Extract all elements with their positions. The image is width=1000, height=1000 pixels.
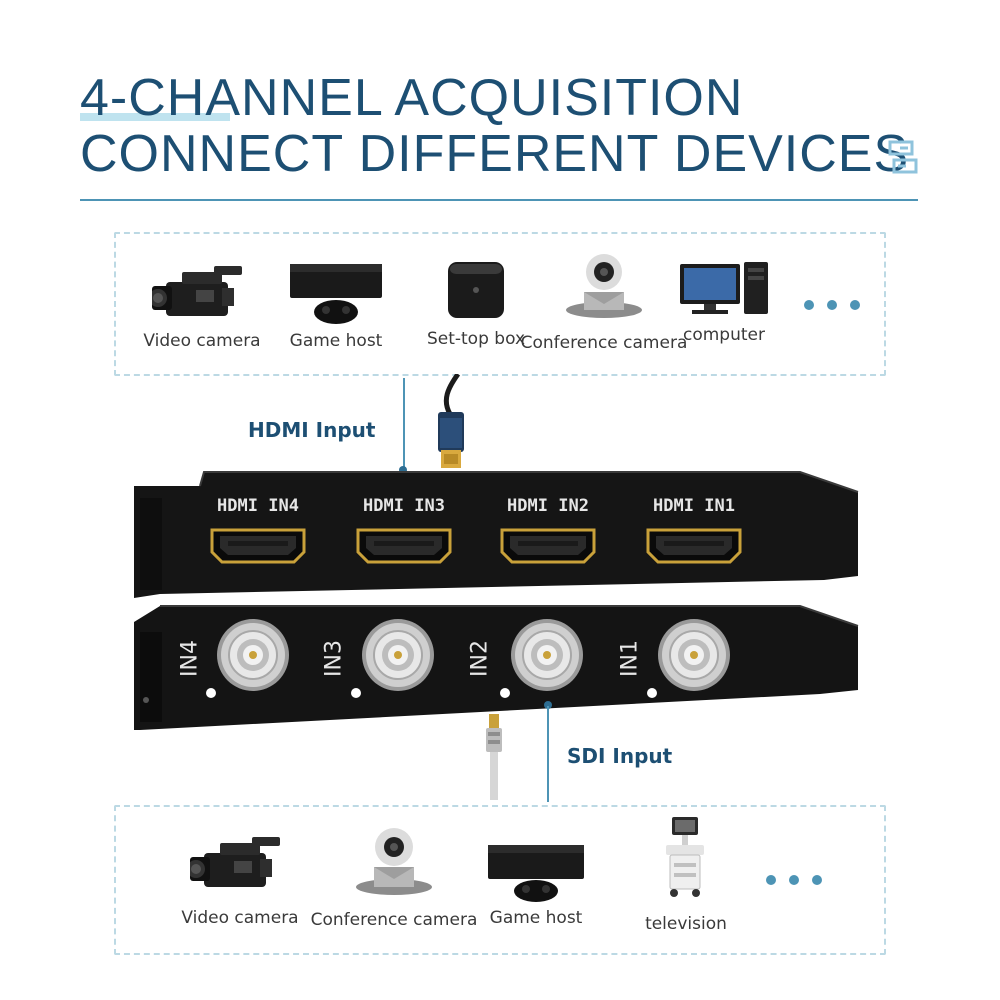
sdi-bnc-port-1[interactable] xyxy=(647,619,730,698)
sdi-port-label-in3: IN3 xyxy=(321,640,347,677)
device-label: computer xyxy=(683,325,765,345)
mounting-hole xyxy=(647,688,657,698)
device-label: Game host xyxy=(489,908,583,928)
game-console-icon xyxy=(488,845,584,902)
device-label: Video camera xyxy=(181,908,299,928)
sdi-bnc-port-2[interactable] xyxy=(500,619,583,698)
sdi-guide-line xyxy=(547,706,549,802)
device-label: Video camera xyxy=(143,331,261,351)
hdmi-bracket xyxy=(134,471,859,598)
mounting-hole xyxy=(500,688,510,698)
hdmi-device-computer: computer xyxy=(674,260,774,344)
hdmi-device-set-top-box: Set-top box xyxy=(426,260,526,348)
hdmi-cable-icon xyxy=(438,374,464,468)
hdmi-device-conference-camera: Conference camera xyxy=(521,248,687,352)
hdmi-port-4[interactable] xyxy=(210,528,306,564)
hdmi-port-label-in1: HDMI IN1 xyxy=(653,496,735,516)
hdmi-port-label-in4: HDMI IN4 xyxy=(217,496,299,516)
page-title-line-1: 4-CHANNEL ACQUISITION xyxy=(80,69,744,127)
hdmi-device-video-camera: Video camera xyxy=(143,260,261,350)
mounting-hole xyxy=(206,688,216,698)
sdi-bnc-port-4[interactable] xyxy=(206,619,289,698)
sdi-ports-group xyxy=(206,619,730,698)
sdi-devices-panel: Video camera Conference camera Game host xyxy=(114,805,886,955)
device-label: Game host xyxy=(289,331,383,351)
title-accent-bar xyxy=(80,113,230,121)
set-top-box-icon xyxy=(448,262,504,318)
sdi-device-video-camera: Video camera xyxy=(181,831,299,927)
hdmi-guide-dot xyxy=(399,466,407,474)
ultrasound-machine-icon xyxy=(666,817,704,897)
hdmi-input-label: HDMI Input xyxy=(248,418,376,442)
more-devices-ellipsis-icon xyxy=(766,875,822,885)
desktop-computer-icon xyxy=(680,262,768,314)
sdi-device-television: television xyxy=(636,815,736,933)
ptz-camera-icon xyxy=(566,254,642,318)
hdmi-port-2[interactable] xyxy=(500,528,596,564)
bnc-cable-icon xyxy=(486,714,502,800)
hdmi-port-label-in3: HDMI IN3 xyxy=(363,496,445,516)
sdi-port-label-in2: IN2 xyxy=(467,640,493,677)
hdmi-port-3[interactable] xyxy=(356,528,452,564)
page-title-line-2: CONNECT DIFFERENT DEVICES xyxy=(80,125,910,183)
hdmi-guide-line xyxy=(403,378,405,470)
device-label: Conference camera xyxy=(310,910,478,930)
ptz-camera-icon xyxy=(356,828,432,895)
hdmi-ports-group xyxy=(210,528,742,564)
hdmi-device-game-host: Game host xyxy=(286,262,386,350)
sdi-device-game-host: Game host xyxy=(486,843,586,927)
sdi-port-label-in1: IN1 xyxy=(617,640,643,677)
device-label: Set-top box xyxy=(426,329,526,349)
hdmi-port-1[interactable] xyxy=(646,528,742,564)
sdi-guide-dot xyxy=(544,701,552,709)
video-camera-icon xyxy=(152,266,242,316)
video-camera-icon xyxy=(190,837,280,887)
sdi-input-label: SDI Input xyxy=(567,744,673,768)
mounting-hole xyxy=(351,688,361,698)
hdmi-port-label-in2: HDMI IN2 xyxy=(507,496,589,516)
hdmi-devices-panel: Video camera Game host Set-top box xyxy=(114,232,886,376)
sdi-device-conference-camera: Conference camera xyxy=(311,821,477,929)
brand-logo-icon xyxy=(888,140,918,174)
more-devices-ellipsis-icon xyxy=(804,300,860,310)
sdi-bnc-port-3[interactable] xyxy=(351,619,434,698)
sdi-port-label-in4: IN4 xyxy=(177,640,203,677)
device-label: Conference camera xyxy=(520,333,688,353)
device-label: television xyxy=(645,914,727,934)
header-divider xyxy=(80,199,918,201)
game-console-icon xyxy=(290,264,382,324)
